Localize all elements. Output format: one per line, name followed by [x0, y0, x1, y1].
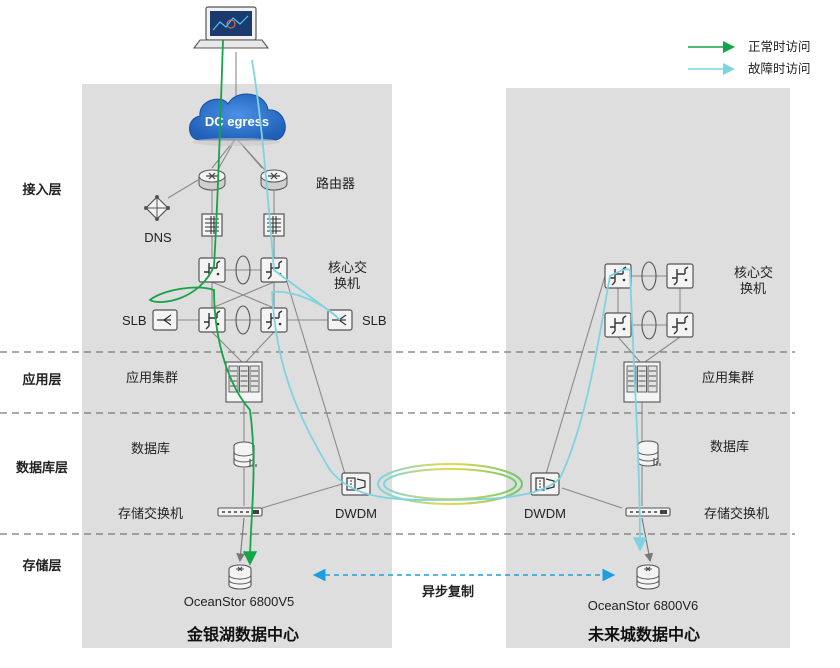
dns-icon — [144, 195, 170, 221]
right-storage-label: OceanStor 6800V6 — [588, 598, 699, 613]
right-core-switch-2-icon — [666, 263, 694, 289]
legend-fault-label: 故障时访问 — [748, 61, 811, 76]
right-link-aggregation — [641, 261, 657, 340]
right-database-label: 数据库 — [710, 439, 749, 454]
right-dc-name: 未来城数据中心 — [587, 625, 700, 644]
left-database-label: 数据库 — [131, 441, 170, 456]
layer-dividers — [0, 351, 795, 535]
legend-normal-label: 正常时访问 — [748, 40, 811, 54]
slb-left-label: SLB — [122, 313, 147, 328]
right-core-label-2: 换机 — [740, 281, 766, 296]
right-app-cluster-icon — [623, 361, 661, 403]
left-core-label-1: 核心交 — [328, 260, 367, 275]
layer-label-db: 数据库层 — [16, 460, 68, 475]
left-app-cluster-label: 应用集群 — [126, 370, 178, 385]
slb-right-label: SLB — [362, 313, 387, 328]
left-firewall-1-icon — [201, 213, 223, 237]
left-router-1-icon — [198, 169, 226, 191]
right-app-cluster-label: 应用集群 — [702, 370, 754, 385]
layer-label-app: 应用层 — [22, 372, 61, 387]
left-storage-switch-icon — [217, 507, 263, 517]
layer-label-access: 接入层 — [22, 182, 61, 197]
right-database-icon — [637, 440, 661, 467]
left-storage-label: OceanStor 6800V5 — [184, 594, 295, 609]
right-storage-switch-label: 存储交换机 — [704, 506, 769, 521]
dns-label: DNS — [144, 230, 172, 245]
left-storage-icon — [228, 564, 252, 590]
right-storage-icon — [636, 564, 660, 590]
left-dc-name: 金银湖数据中心 — [186, 625, 299, 644]
legend: 正常时访问 故障时访问 — [688, 40, 811, 76]
fault-access-path — [251, 59, 648, 552]
right-storage-switch-icon — [625, 507, 671, 517]
router-label: 路由器 — [316, 176, 355, 191]
left-storage-switch-label: 存储交换机 — [118, 506, 183, 521]
right-dwdm-label: DWDM — [524, 506, 566, 521]
right-core-label-1: 核心交 — [734, 265, 773, 280]
replication-label: 异步复制 — [422, 584, 474, 599]
right-core-switch-3-icon — [604, 312, 632, 338]
right-connections — [545, 275, 681, 563]
left-link-aggregation — [235, 255, 251, 335]
normal-access-path — [148, 39, 258, 566]
right-core-switch-4-icon — [666, 312, 694, 338]
slb-left-icon — [152, 309, 178, 331]
left-dwdm-label: DWDM — [335, 506, 377, 521]
left-core-label-2: 换机 — [334, 276, 360, 291]
left-firewall-2-icon — [263, 213, 285, 237]
layer-label-storage: 存储层 — [22, 558, 61, 573]
laptop-icon — [192, 6, 270, 49]
left-core-switch-3-icon — [198, 307, 226, 333]
left-connections — [167, 52, 346, 563]
